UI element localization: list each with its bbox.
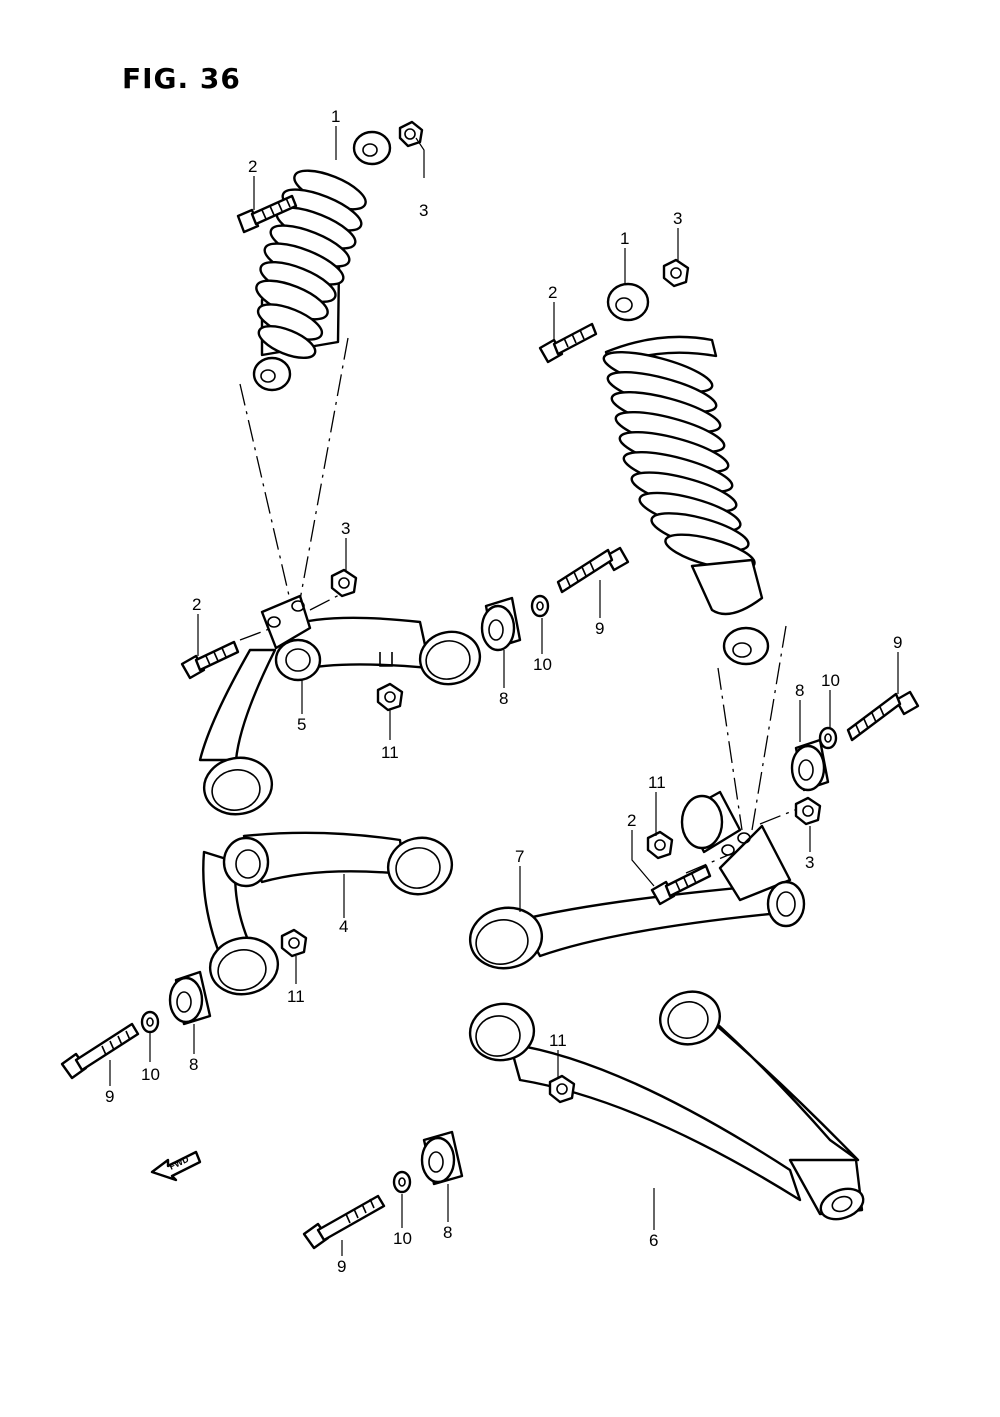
callout-5: 5 [297,715,306,734]
callout-2: 2 [548,283,557,302]
nut-upper-right-arm-lower [646,830,674,860]
callout-8: 8 [189,1055,198,1074]
bolt-left-shock-top [236,194,298,234]
nut-upper-left-arm-lower [376,682,404,712]
upper-arm-left [198,594,482,816]
callout-9: 9 [337,1257,346,1276]
nut-upper-left-arm [330,568,358,598]
bolt-upper-right-long [846,690,920,742]
callout-3: 3 [341,519,350,538]
figure-title: FIG. 36 [122,62,241,95]
callout-11: 11 [549,1031,567,1050]
callout-10: 10 [393,1229,412,1248]
callout-1: 1 [620,229,629,248]
callout-8: 8 [795,681,804,700]
callout-7: 7 [515,847,524,866]
leader-lines [109,126,899,1256]
callout-11: 11 [648,773,666,792]
callout-9: 9 [893,633,902,652]
callout-11: 11 [287,987,305,1006]
washer-lower-left [140,1010,160,1034]
washer-upper-right [818,726,838,750]
lower-arm-right [468,990,865,1221]
fwd-arrow-icon: FWD [150,1150,202,1182]
bolt-right-shock-top [538,322,598,364]
callout-1: 1 [331,107,340,126]
callout-4: 4 [339,917,348,936]
bolt-lower-right-long [302,1194,386,1250]
callout-11: 11 [381,743,399,762]
shock-absorber-left [252,130,392,392]
bolt-upper-left-arm [180,640,240,680]
callout-numbers: 1 2 3 1 2 3 3 2 5 11 8 10 9 9 10 8 11 2 … [105,107,902,1276]
nut-lower-right-arm [548,1074,576,1104]
lower-arm-left [202,831,454,996]
callout-3: 3 [805,853,814,872]
nut-left-shock-top [398,120,424,148]
callout-8: 8 [443,1223,452,1242]
callout-10: 10 [821,671,840,690]
nut-right-shock-top [662,258,690,288]
callout-2: 2 [192,595,201,614]
callout-3: 3 [419,201,428,220]
callout-6: 6 [649,1231,658,1250]
washer-lower-right [392,1170,412,1194]
bolt-upper-right-arm [650,864,712,906]
upper-arm-right [468,790,806,970]
callout-2: 2 [248,157,257,176]
callout-9: 9 [595,619,604,638]
bolt-lower-left-long [60,1022,140,1080]
bushing-lower-left [168,970,212,1026]
shock-absorber-right [602,282,770,666]
callout-10: 10 [533,655,552,674]
bushing-lower-right [420,1130,464,1186]
nut-upper-right-arm [794,796,822,826]
bolt-upper-left-long [556,546,630,594]
callout-2: 2 [627,811,636,830]
bushing-upper-right [790,738,830,792]
callout-8: 8 [499,689,508,708]
washer-upper-left [530,594,550,618]
callout-9: 9 [105,1087,114,1106]
callout-3: 3 [673,209,682,228]
callout-10: 10 [141,1065,160,1084]
nut-lower-left-arm [280,928,308,958]
bushing-upper-left [480,596,522,652]
